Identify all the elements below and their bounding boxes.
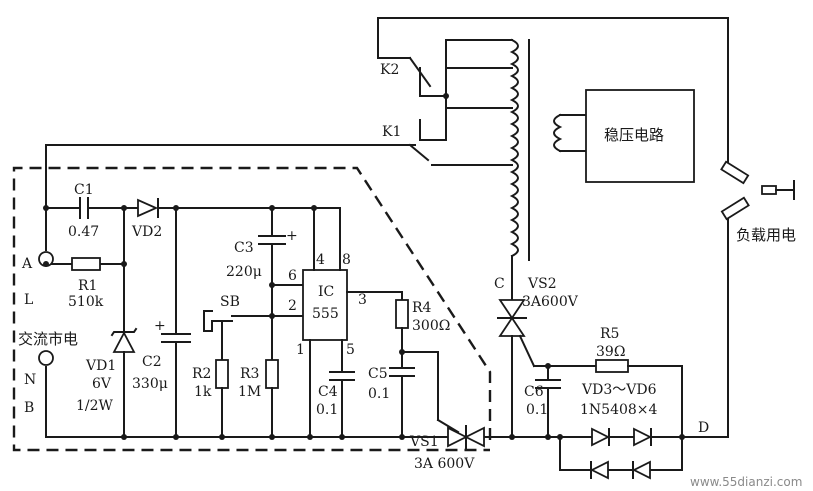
label-node-n: N [24,372,36,388]
resistor-r4 [395,291,460,434]
label-r5: R5 [600,326,619,342]
label-c5-value: 0.1 [368,386,390,402]
label-pin3: 3 [358,292,367,308]
capacitor-c1 [79,197,139,219]
ic-555 [302,207,403,438]
label-c2-value: 330μ [132,376,168,392]
label-mains: 交流市电 [18,330,78,348]
label-r3-value: 1M [238,384,261,400]
resistor-r2 [215,359,229,438]
label-r2-value: 1k [194,384,212,400]
label-vd2: VD2 [131,224,162,240]
junction-dots [43,93,685,440]
label-pin2: 2 [288,298,297,314]
mains-terminal-n [38,350,54,366]
regulator-box [585,89,695,183]
label-vs1: VS1 [409,434,439,450]
capacitor-c5 [389,367,415,438]
load-socket [720,17,795,438]
label-vs1-value: 3A 600V [414,456,475,472]
label-vs2: VS2 [527,276,557,292]
label-c3: C3 [234,240,254,256]
label-c6-value: 0.1 [526,402,548,418]
label-pin6: 6 [288,268,297,284]
label-c4-value: 0.1 [316,402,338,418]
relay-k1 [408,107,513,166]
capacitor-c3 [258,207,286,361]
label-r1-value: 510k [68,294,104,310]
label-vd1-power: 1/2W [76,398,114,414]
label-pin5: 5 [346,342,355,358]
capacitor-c4 [329,371,355,438]
label-r2: R2 [192,366,211,382]
diode-bridge-vd3-vd6 [559,427,683,480]
label-node-l: L [24,292,33,308]
resistor-r1 [71,257,101,271]
control-board-outline [12,166,492,452]
label-vd3-vd6: VD3～VD6 [581,382,657,398]
label-r1: R1 [78,278,97,294]
label-ic-type: 555 [312,306,339,322]
pushbutton-sb [203,310,273,361]
label-c6: C6 [524,384,544,400]
label-pin4: 4 [316,252,325,268]
label-node-a: A [21,256,33,272]
label-vs2-value: 3A600V [522,294,579,310]
label-c4: C4 [318,384,338,400]
label-regulator: 稳压电路 [604,126,664,144]
label-ic: IC [318,284,334,300]
label-c5: C5 [368,366,388,382]
label-k1: K1 [382,124,401,140]
label-vd1: VD1 [85,358,116,374]
diode-vd2 [137,198,341,218]
label-c1: C1 [74,182,94,198]
label-r5-value: 39Ω [596,344,625,360]
resistor-r5 [533,359,683,471]
triac-vs1 [447,425,485,449]
label-pin1: 1 [296,342,305,358]
capacitor-c2 [161,207,191,438]
label-c3-value: 220μ [226,264,262,280]
label-r4-value: 300Ω [412,318,450,334]
label-c3-plus: + [286,228,298,244]
triac-vs2 [497,269,536,438]
label-node-c: C [494,276,505,292]
label-c2: C2 [142,354,162,370]
relay-k2 [377,17,729,141]
supply-wiring [45,144,729,438]
label-node-b: B [24,400,34,416]
label-node-d: D [698,420,709,436]
transformer-winding [509,38,587,271]
label-vd3-vd6-value: 1N5408×4 [580,402,658,418]
label-load: 负载用电 [736,226,796,244]
label-k2: K2 [380,62,399,78]
watermark: www.55dianzi.com [690,475,802,489]
zener-diode-vd1 [110,324,138,438]
label-sb: SB [220,294,240,310]
label-r3: R3 [240,366,259,382]
resistor-r3 [265,359,279,438]
label-r4: R4 [412,300,432,316]
label-c2-plus: + [154,318,166,334]
label-pin8: 8 [342,252,351,268]
label-c1-value: 0.47 [68,224,99,240]
label-vd1-voltage: 6V [92,376,112,392]
